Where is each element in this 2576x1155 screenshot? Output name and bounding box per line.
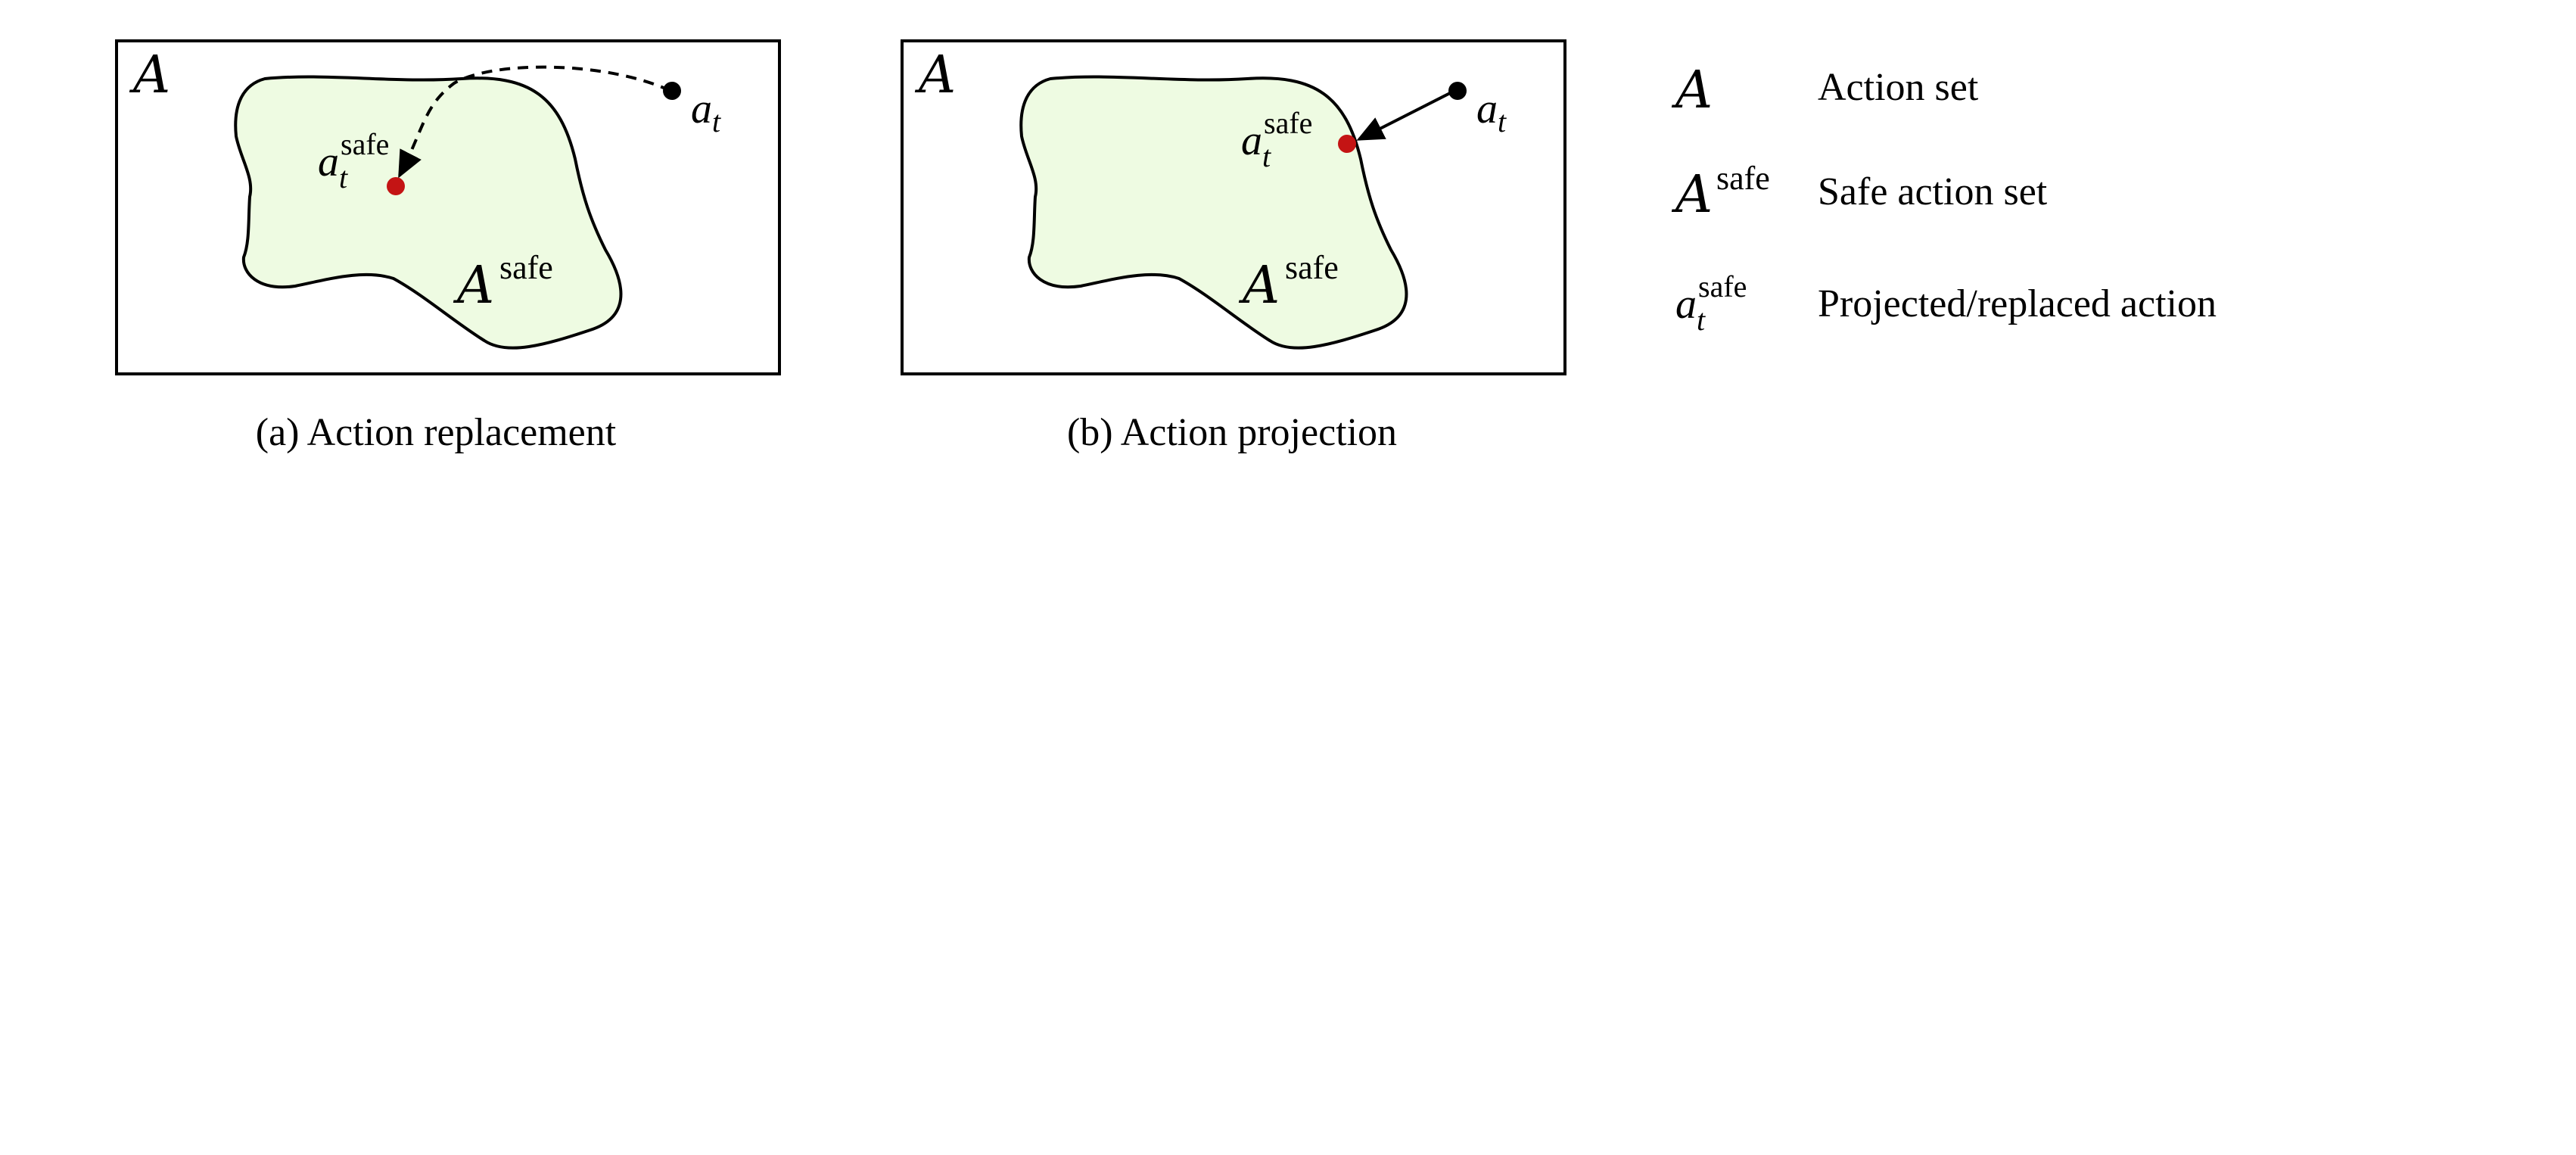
panel-caption: (b) Action projection	[1067, 411, 1397, 454]
safe-action-symbol: a	[1241, 117, 1262, 164]
action-subscript: t	[1498, 104, 1507, 139]
action-point	[663, 82, 681, 100]
action-symbol: a	[1476, 86, 1498, 132]
legend-item-action-set: A Action set	[1671, 61, 1979, 120]
legend-superscript: safe	[1716, 160, 1770, 197]
action-point	[1448, 82, 1467, 100]
legend-label: Safe action set	[1818, 170, 2048, 213]
legend: A Action set A safe Safe action set a t …	[1671, 61, 2217, 337]
safe-set-label: A safe	[453, 249, 553, 316]
safe-action-symbol: a	[318, 139, 339, 185]
safe-set-superscript: safe	[499, 249, 553, 286]
action-set-frame	[901, 39, 1566, 375]
action-subscript: t	[712, 104, 721, 139]
safe-action-point	[1338, 135, 1356, 153]
legend-label: Action set	[1818, 66, 1979, 109]
safe-action-subscript: t	[1262, 139, 1271, 173]
safe-action-superscript: safe	[1264, 106, 1312, 140]
legend-item-safe-action-set: A safe Safe action set	[1671, 160, 2048, 225]
legend-symbol: A	[1671, 165, 1713, 225]
action-label: a t	[1476, 86, 1507, 139]
safe-action-label: a t safe	[318, 127, 389, 195]
legend-superscript: safe	[1698, 269, 1747, 304]
legend-symbol: A	[1671, 61, 1713, 120]
safe-action-label: a t safe	[1241, 106, 1312, 173]
action-label: a t	[691, 86, 721, 139]
safe-action-superscript: safe	[341, 127, 389, 161]
projection-arrow	[1356, 89, 1455, 141]
replacement-arrow	[398, 65, 671, 179]
safe-set-symbol: A	[453, 256, 494, 316]
panel-b: A A safe a t safe a t (b) Action project…	[901, 39, 1566, 454]
action-set-frame	[115, 39, 781, 375]
action-symbol: a	[691, 86, 712, 132]
legend-subscript: t	[1697, 303, 1706, 337]
safe-set-superscript: safe	[1285, 249, 1339, 286]
safe-set-symbol: A	[1238, 256, 1280, 316]
legend-symbol: a	[1675, 281, 1697, 328]
panel-a: A A safe a t safe a t (a) Action replace…	[115, 39, 781, 454]
safe-action-region	[234, 75, 623, 350]
safe-set-label: A safe	[1238, 249, 1339, 316]
action-set-symbol: A	[914, 45, 956, 105]
safe-action-region	[1019, 75, 1408, 350]
legend-label: Projected/replaced action	[1818, 282, 2217, 325]
legend-item-projected-action: a t safe Projected/replaced action	[1675, 269, 2217, 337]
action-set-symbol: A	[129, 45, 170, 105]
safe-action-subscript: t	[339, 160, 348, 195]
safe-action-point	[387, 177, 405, 195]
panel-caption: (a) Action replacement	[256, 411, 617, 454]
